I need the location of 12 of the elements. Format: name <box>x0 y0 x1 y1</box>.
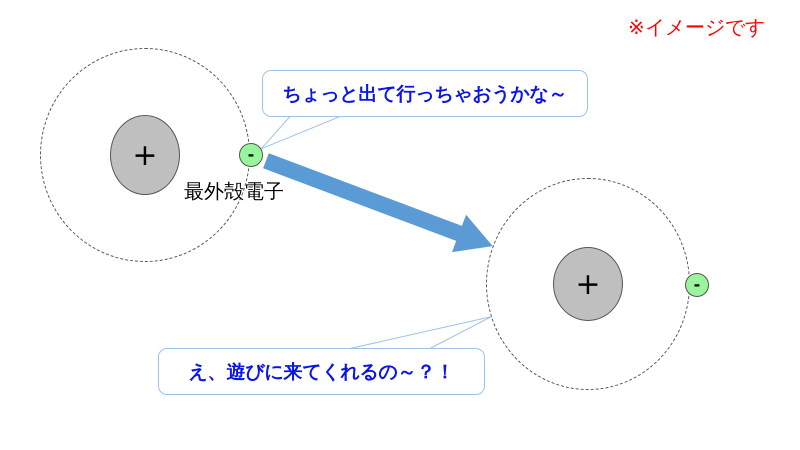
speech-bubble: ちょっと出て行っちゃおうかな～ <box>262 70 588 117</box>
orbit-circle <box>486 178 690 390</box>
speech-bubble-tail <box>350 316 492 349</box>
speech-bubble-tail <box>260 116 340 150</box>
note-text: ※イメージです <box>628 14 765 41</box>
nucleus-circle: + <box>553 247 623 321</box>
nucleus-circle: + <box>110 115 180 195</box>
electron-label: 最外殻電子 <box>184 178 284 205</box>
speech-bubble: え、遊びに来てくれるの～？！ <box>158 348 485 395</box>
electron-circle: - <box>685 273 709 297</box>
arrow <box>263 153 493 252</box>
electron-circle: - <box>239 143 263 167</box>
